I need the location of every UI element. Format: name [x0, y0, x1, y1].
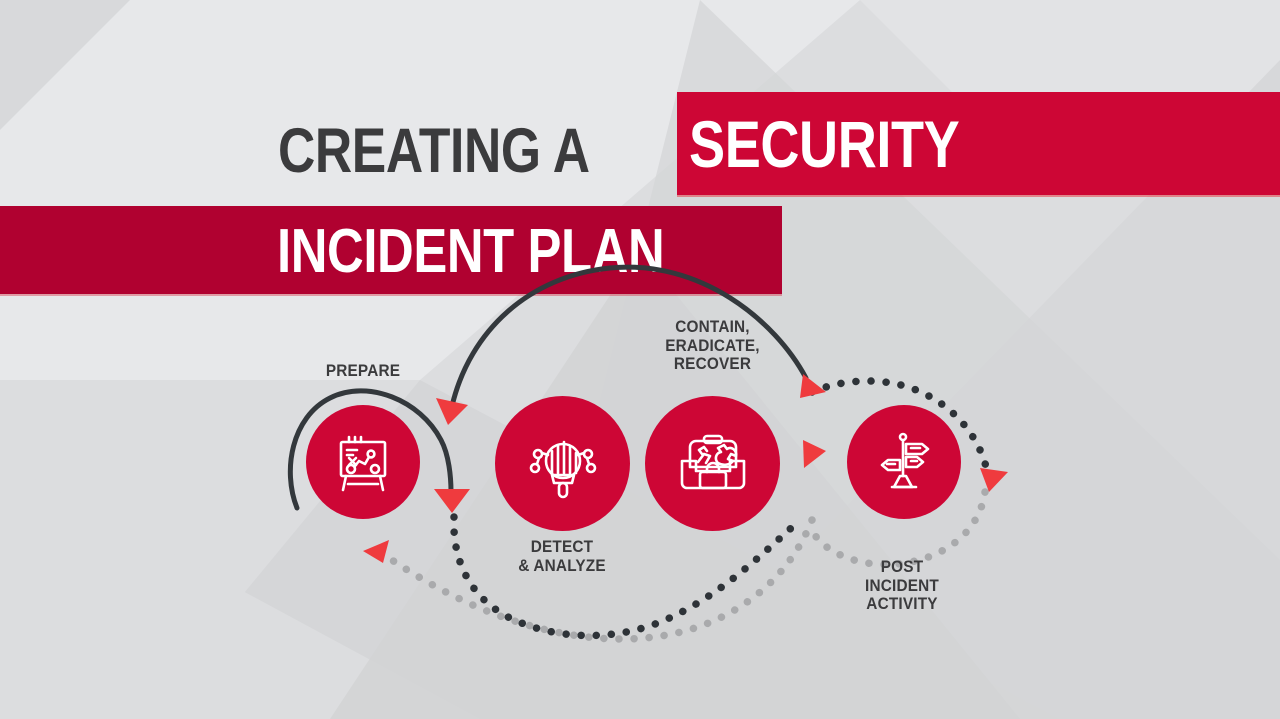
title-line-creating-a: CREATING A [278, 116, 590, 186]
step-circle-detect-analyze[interactable] [495, 396, 630, 531]
title-word-security: SECURITY [689, 107, 960, 181]
connector-contain-to-post [808, 377, 992, 482]
arrowhead-into-prepare [363, 540, 389, 563]
title-block: CREATING A SECURITY INCIDENT PLAN [0, 46, 1280, 294]
connector-return-dotted [370, 516, 816, 643]
step-label-prepare: PREPARE [325, 362, 401, 380]
connector-prepare-inbound [287, 388, 454, 511]
signpost-icon [880, 432, 930, 489]
arrowhead-into-detect-top [436, 398, 468, 425]
flipchart-strategy-icon [339, 435, 387, 492]
security-banner [677, 92, 1280, 195]
connector-detect-dotted [450, 513, 804, 640]
step-label-detect-analyze: DETECT & ANALYZE [518, 538, 606, 575]
arrowhead-post-outer-right [980, 468, 1008, 492]
step-label-contain-eradicate-recover: CONTAIN, ERADICATE, RECOVER [665, 318, 760, 374]
arrowhead-into-post-left [803, 440, 826, 468]
magnifier-bar-chart-icon [529, 440, 596, 498]
arrowhead-into-contain [800, 374, 826, 398]
arrowhead-into-detect-bottom [434, 489, 470, 513]
step-circle-prepare[interactable] [306, 405, 420, 519]
incident-plan-banner [0, 206, 782, 294]
connector-post-lower-dotted [808, 488, 989, 569]
step-label-post-incident-activity: POST INCIDENT ACTIVITY [865, 558, 939, 614]
step-circle-contain-eradicate-recover[interactable] [645, 396, 780, 531]
title-line-incident-plan: INCIDENT PLAN [277, 217, 665, 286]
toolbox-icon [680, 434, 745, 489]
connector-top-arc [449, 264, 809, 409]
step-circle-post-incident-activity[interactable] [847, 405, 961, 519]
